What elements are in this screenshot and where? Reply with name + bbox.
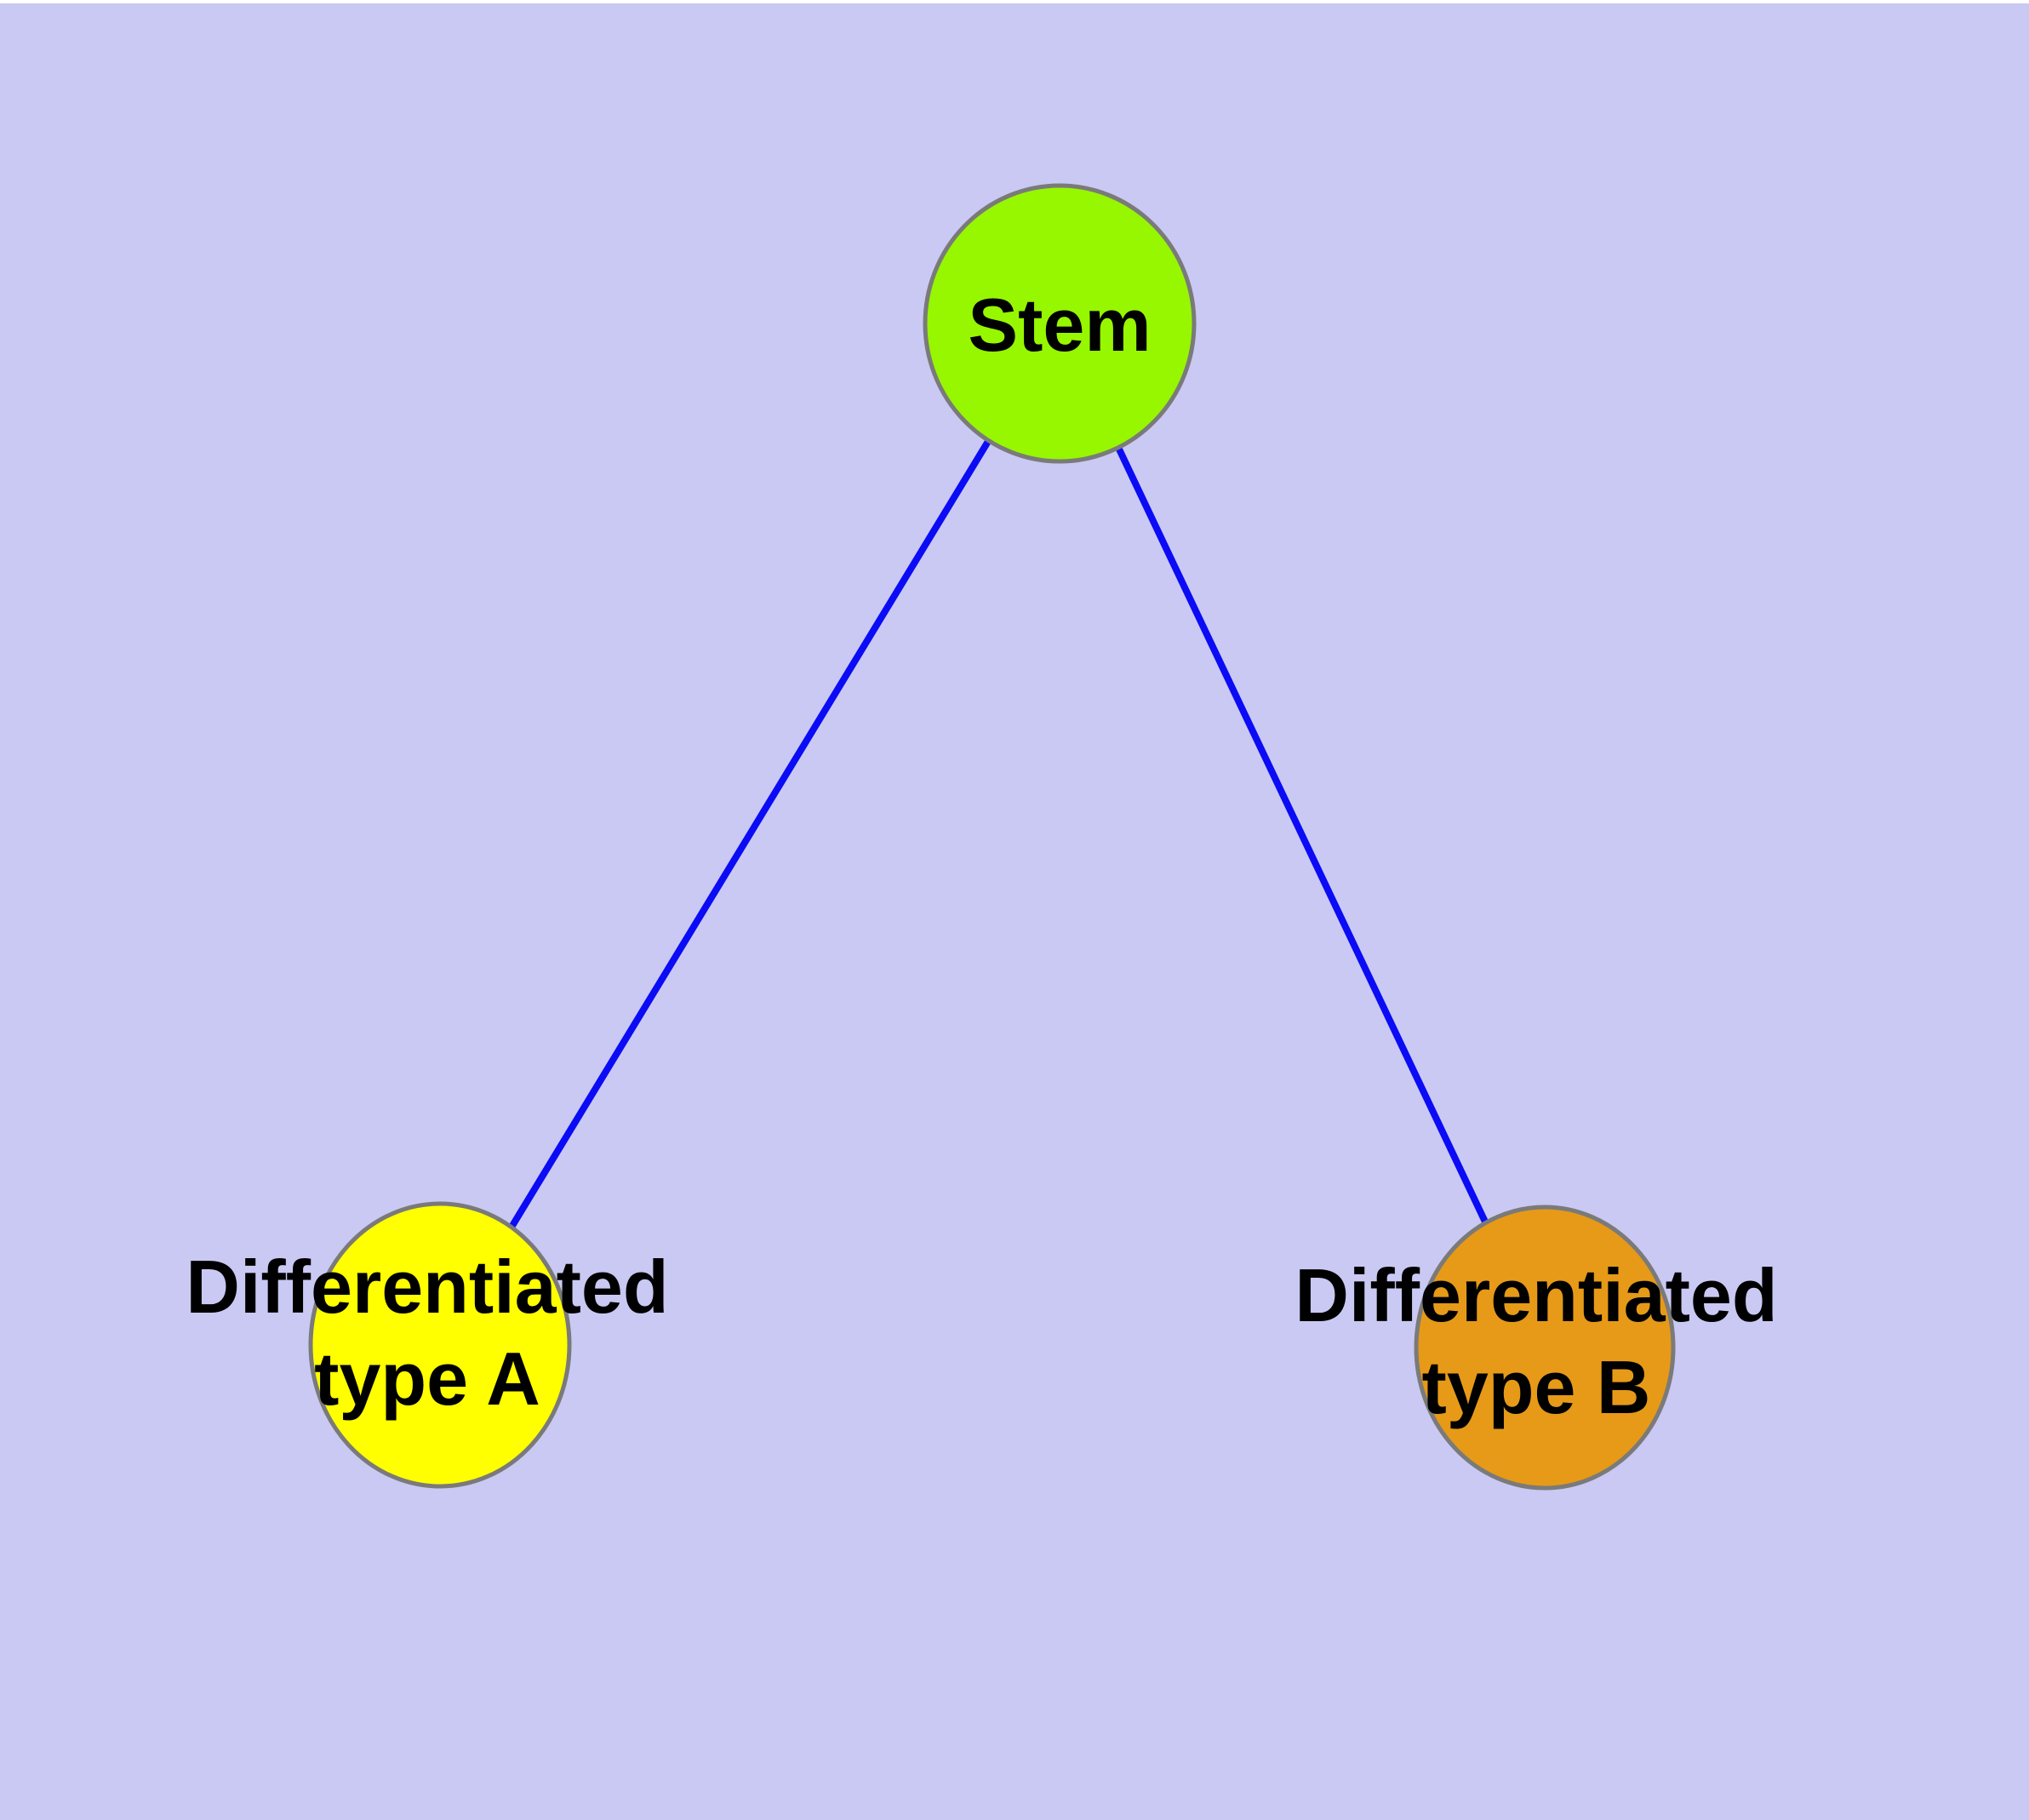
node-type-a-circle bbox=[308, 1201, 572, 1489]
edge-stem-to-type-b bbox=[1056, 322, 1548, 1349]
node-stem-circle bbox=[923, 183, 1197, 464]
node-type-b-label-line2: type B bbox=[1421, 1345, 1651, 1429]
top-margin-strip bbox=[0, 0, 2029, 3]
node-type-b-label-line1: Differentiated bbox=[1295, 1253, 1778, 1337]
node-type-a-label-line2: type A bbox=[314, 1336, 540, 1421]
node-stem-label-text: Stem bbox=[968, 283, 1152, 367]
node-stem-label: Stem bbox=[968, 279, 1151, 371]
node-type-b-circle bbox=[1414, 1205, 1676, 1491]
node-type-a-label: Differentiated type A bbox=[186, 1241, 668, 1425]
edge-stem-to-type-a bbox=[437, 321, 1063, 1348]
node-type-b-label: Differentiated type B bbox=[1295, 1250, 1777, 1434]
node-type-a-label-line1: Differentiated bbox=[186, 1245, 669, 1329]
